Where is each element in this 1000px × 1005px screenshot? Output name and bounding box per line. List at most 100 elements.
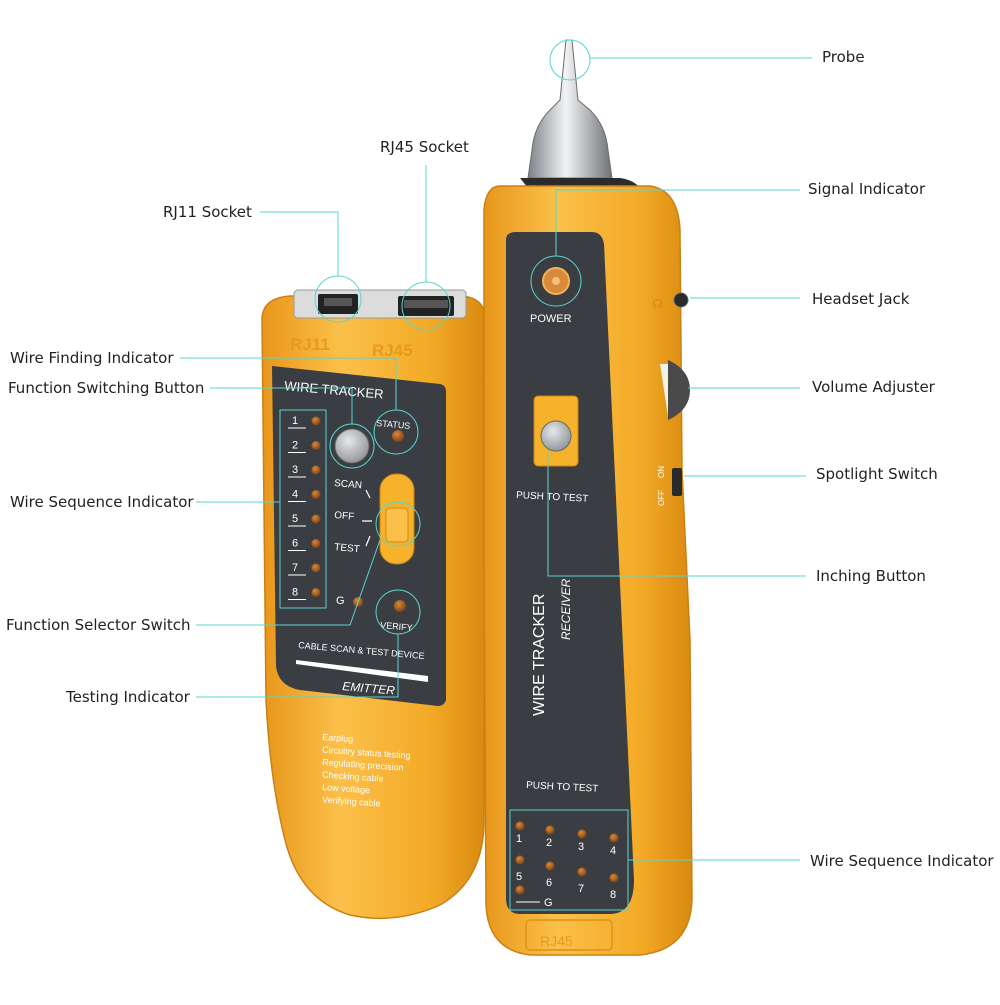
- emitter-wire-led: [311, 416, 321, 426]
- receiver-wire-led: [577, 829, 587, 839]
- receiver-device: ☊ OFF ON POWER PUSH TO TEST WIRE TRACKER…: [483, 39, 693, 956]
- push-to-test-top-label: PUSH TO TEST: [516, 490, 589, 505]
- emitter-wire-led: [311, 563, 321, 573]
- emitter-stripe: [296, 660, 428, 682]
- receiver-wire-number: 4: [610, 845, 616, 857]
- receiver-wire-led: [577, 867, 587, 877]
- rj45-socket-pins: [404, 300, 448, 308]
- emitter-wire-number: 1: [292, 415, 298, 427]
- rj11-socket-callout: RJ11 Socket: [163, 203, 252, 221]
- function-switching-button[interactable]: [334, 428, 370, 464]
- spotlight-on-label: ON: [657, 466, 666, 478]
- signal-leader: [555, 189, 800, 256]
- emitter-wire-number: 6: [292, 538, 298, 550]
- function-switching-button-callout: Function Switching Button: [8, 379, 205, 397]
- inching-leader: [547, 452, 806, 577]
- headset-icon: ☊: [652, 297, 663, 311]
- headset-jack[interactable]: [673, 292, 689, 308]
- scan-label: SCAN: [334, 478, 363, 491]
- emitter-wire-number: 8: [292, 587, 298, 599]
- status-label: STATUS: [376, 418, 411, 431]
- emitter-wire-led: [311, 539, 321, 548]
- emitter-wire-led: [311, 490, 321, 499]
- verify-label: VERIFY: [380, 620, 413, 633]
- verify-led: [394, 600, 406, 612]
- power-label: POWER: [530, 313, 572, 325]
- testing-indicator-callout: Testing Indicator: [66, 688, 190, 706]
- rj11-embossed-label: RJ11: [290, 335, 330, 354]
- test-label: TEST: [334, 542, 360, 555]
- leader-lines: [180, 39, 812, 911]
- function-selector-switch-callout: Function Selector Switch: [6, 616, 191, 634]
- emitter-wire-led: [311, 465, 321, 475]
- probe-tip: [527, 39, 613, 179]
- volume-adjuster-callout: Volume Adjuster: [812, 378, 935, 396]
- selector-highlight: [375, 501, 421, 547]
- emitter-name: EMITTER: [342, 679, 396, 698]
- emitter-wire-box: [279, 409, 327, 609]
- spotlight-switch-callout: Spotlight Switch: [816, 465, 938, 483]
- receiver-wire-led: [545, 861, 555, 871]
- off-label: OFF: [334, 510, 355, 523]
- emitter-feature-item: Checking cable: [322, 770, 384, 784]
- emitter-wire-number: 2: [292, 440, 298, 452]
- testing-leader: [196, 634, 399, 698]
- signal-indicator-callout: Signal Indicator: [808, 180, 926, 198]
- receiver-wire-led: [545, 825, 555, 835]
- receiver-wire-led: [515, 855, 525, 865]
- selector-leader: [196, 539, 381, 626]
- inching-button-callout: Inching Button: [816, 567, 926, 585]
- volume-adjuster-wheel[interactable]: [668, 360, 690, 420]
- emitter-panel: [272, 366, 446, 706]
- emitter-wire-led: [311, 588, 321, 597]
- emitter-wire-led: [311, 514, 321, 524]
- receiver-wire-led: [609, 833, 619, 843]
- receiver-bottom-label: RJ45: [540, 933, 573, 949]
- wire-finding-leader: [180, 357, 397, 410]
- receiver-wire-number: 7: [578, 883, 584, 895]
- rj45-embossed-label: RJ45: [372, 341, 413, 360]
- rj11-socket-pins: [324, 298, 352, 306]
- receiver-wire-led: [609, 873, 619, 883]
- receiver-wire-number: 2: [546, 837, 552, 849]
- emitter-wire-sequence-callout: Wire Sequence Indicator: [10, 493, 194, 511]
- receiver-bottom-emboss: [525, 919, 613, 951]
- emitter-wire-number: 3: [292, 464, 298, 476]
- receiver-title: WIRE TRACKER: [531, 594, 548, 716]
- spotlight-off-label: OFF: [657, 490, 666, 506]
- receiver-wire-number: 8: [610, 889, 616, 901]
- function-button-leader: [210, 387, 353, 424]
- receiver-wire-sequence-callout: Wire Sequence Indicator: [810, 852, 994, 870]
- signal-led-highlight: [552, 277, 560, 285]
- probe-highlight: [549, 39, 591, 81]
- emitter-feature-item: Verifying cable: [322, 795, 381, 809]
- receiver-wire-number: 3: [578, 841, 584, 853]
- function-selector-switch[interactable]: [385, 507, 409, 543]
- rj11-leader: [260, 211, 339, 276]
- headset-jack-callout: Headset Jack: [812, 290, 910, 308]
- emitter-wire-sequence: 1 2 3 4 5 6 7 8: [288, 415, 321, 600]
- probe-callout: Probe: [822, 48, 865, 66]
- push-to-test-bottom-label: PUSH TO TEST: [526, 780, 599, 795]
- selector-tick-marks: [362, 489, 372, 547]
- status-led: [392, 430, 404, 442]
- receiver-wire-number: 1: [516, 833, 522, 845]
- emitter-ground-label: G: [336, 595, 345, 607]
- emitter-feature-item: Low voltage: [322, 782, 371, 795]
- inching-button[interactable]: [540, 420, 572, 452]
- emitter-feature-item: Earplug: [322, 732, 354, 744]
- emitter-wire-led: [311, 441, 321, 450]
- emitter-wire-number: 5: [292, 513, 298, 525]
- spotlight-switch[interactable]: [672, 468, 682, 496]
- receiver-wire-number: 6: [546, 877, 552, 889]
- emitter-wire-number: 4: [292, 489, 298, 501]
- volume-triangle-icon: [660, 364, 668, 416]
- wire-finding-indicator-callout: Wire Finding Indicator: [10, 349, 174, 367]
- receiver-wire-led: [515, 821, 525, 831]
- emitter-wire-number: 7: [292, 562, 298, 574]
- receiver-wire-number: 5: [516, 871, 522, 883]
